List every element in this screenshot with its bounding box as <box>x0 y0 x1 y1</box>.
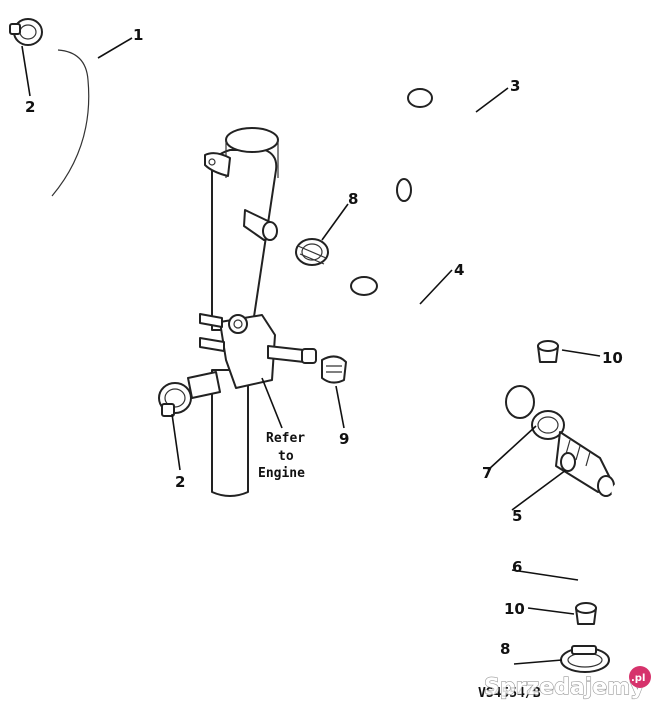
callout-10-upper: 10 <box>602 349 623 367</box>
engine-pipe <box>204 127 279 497</box>
callout-5: 5 <box>512 507 522 525</box>
hose-clip-7 <box>531 410 565 440</box>
leader-lines <box>21 37 601 665</box>
hose-clip-2-top <box>9 18 43 46</box>
callout-7: 7 <box>482 464 492 482</box>
hose-clip-2-bottom <box>158 382 192 417</box>
note-line-3: Engine <box>258 466 305 481</box>
hose-4 <box>340 274 535 419</box>
t-connector-5 <box>555 431 615 497</box>
hose-clip-8-lower <box>560 645 610 673</box>
hose-clip-8-upper <box>295 238 329 266</box>
note-line-2: to <box>278 449 294 464</box>
watermark-text: Sprzedajemy <box>484 675 645 700</box>
callout-8-upper: 8 <box>348 190 358 208</box>
hose-6 <box>577 481 654 601</box>
note-line-1: Refer <box>266 431 305 446</box>
hose-3 <box>396 88 612 341</box>
watermark: Sprzedajemy .pl <box>483 666 651 701</box>
callout-1: 1 <box>133 26 143 44</box>
hose-1 <box>24 29 171 427</box>
callout-8-lower: 8 <box>500 640 510 658</box>
drawing-reference: VS4554/B <box>478 686 541 701</box>
watermark-badge-icon <box>629 666 651 688</box>
callout-2-top: 2 <box>25 98 35 116</box>
callout-4: 4 <box>454 261 464 279</box>
callout-3: 3 <box>510 77 520 95</box>
connector-10-upper <box>537 340 559 363</box>
callout-10-lower: 10 <box>504 600 525 618</box>
hose-clip-9 <box>321 355 347 384</box>
callout-6: 6 <box>512 558 522 576</box>
callout-9: 9 <box>339 430 349 448</box>
heater-valve <box>187 313 317 399</box>
watermark-badge: .pl <box>631 673 645 684</box>
callout-2-bottom: 2 <box>175 473 185 491</box>
connector-10-lower <box>575 602 597 625</box>
